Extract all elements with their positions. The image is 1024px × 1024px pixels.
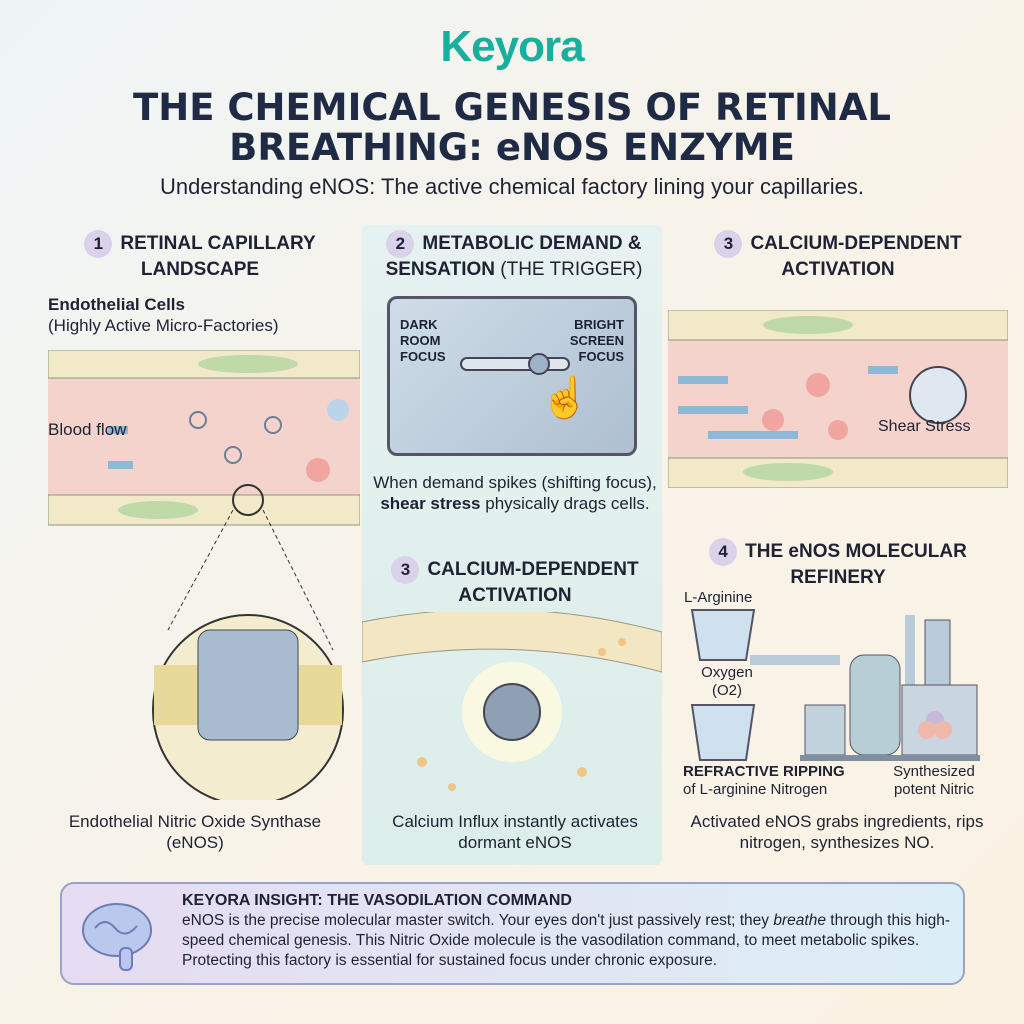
focus-screen: DARK ROOM FOCUS BRIGHT SCREEN FOCUS ☝ bbox=[387, 296, 637, 456]
insight-text: eNOS is the precise molecular master swi… bbox=[182, 911, 957, 971]
oxygen-label: Oxygen (O2) bbox=[701, 664, 753, 699]
panel2-heading-text: METABOLIC DEMAND & bbox=[422, 233, 642, 254]
panel2-heading: 2 METABOLIC DEMAND & SENSATION (THE TRIGGE… bbox=[368, 230, 660, 282]
insight-box: KEYORA INSIGHT: THE VASODILATION COMMAND… bbox=[60, 882, 965, 985]
insight-title: KEYORA INSIGHT: THE VASODILATION COMMAND bbox=[182, 892, 572, 909]
panel2-text-a: When demand spikes (shifting focus), bbox=[373, 473, 657, 492]
panel3-heading-text: CALCIUM-DEPENDENT ACTIVATION bbox=[750, 233, 962, 280]
panel3b-heading-text: CALCIUM-DEPENDENT ACTIVATION bbox=[427, 559, 639, 606]
shear-stress-label: Shear Stress bbox=[878, 418, 971, 435]
hand-pointer-icon: ☝ bbox=[540, 376, 590, 420]
capillary-illustration bbox=[48, 350, 360, 800]
refinery-illustration bbox=[690, 609, 980, 761]
panel2-text: When demand spikes (shifting focus), she… bbox=[370, 472, 660, 514]
endothelial-sub: (Highly Active Micro-Factories) bbox=[48, 316, 279, 335]
shear-stress-illustration bbox=[668, 310, 1008, 488]
step-badge: 2 bbox=[386, 230, 415, 258]
blood-flow-label: Blood flow bbox=[48, 420, 127, 439]
insight-text-a: eNOS is the precise molecular master swi… bbox=[182, 912, 770, 929]
calcium-activation-illustration bbox=[362, 612, 662, 791]
endothelial-title: Endothelial Cells bbox=[48, 295, 185, 314]
panel2-heading-paren: (THE TRIGGER) bbox=[500, 259, 643, 280]
brain-icon bbox=[82, 903, 152, 971]
panel3b-caption: Calcium Influx instantly activates dorma… bbox=[392, 812, 638, 852]
ripping-label-text: of L-arginine Nitrogen bbox=[683, 781, 828, 798]
l-arginine-label: L-Arginine bbox=[684, 589, 753, 606]
synthesized-label: Synthesized potent Nitric bbox=[893, 763, 975, 798]
focus-slider bbox=[460, 357, 570, 371]
gauge-icon bbox=[909, 366, 967, 424]
panel1-caption: Endothelial Nitric Oxide Synthase (eNOS) bbox=[68, 812, 322, 852]
endothelial-label: Endothelial Cells (Highly Active Micro-Fa… bbox=[48, 294, 279, 336]
step-badge: 4 bbox=[709, 538, 738, 566]
ripping-label-bold: REFRACTIVE RIPPING bbox=[683, 763, 845, 780]
page-subtitle: Understanding eNOS: The active chemical … bbox=[160, 174, 864, 199]
panel4-caption: Activated eNOS grabs ingredients, rips n… bbox=[690, 812, 984, 852]
step-badge: 3 bbox=[714, 230, 743, 258]
insight-text-italic: breathe bbox=[773, 912, 826, 929]
step-badge: 1 bbox=[84, 230, 113, 258]
step-badge: 3 bbox=[391, 556, 420, 584]
panel1-heading-text: RETINAL CAPILLARY LANDSCAPE bbox=[120, 233, 316, 280]
bright-screen-label: BRIGHT SCREEN FOCUS bbox=[569, 317, 624, 364]
slider-thumb bbox=[528, 353, 550, 375]
dark-room-label: DARK ROOM FOCUS bbox=[400, 317, 446, 364]
insight-text-b: through this high-speed chemical genesis… bbox=[182, 912, 951, 969]
title-line-2: BREATHING: eNOS ENZYME bbox=[229, 126, 795, 169]
panel2-heading-2: SENSATION bbox=[385, 259, 495, 280]
panel4-heading-text: THE eNOS MOLECULAR REFINERY bbox=[745, 541, 967, 588]
keyora-logo: Keyora bbox=[440, 22, 584, 71]
title-line-1: THE CHEMICAL GENESIS OF RETINAL bbox=[133, 86, 891, 129]
panel2-text-bold: shear stress bbox=[380, 494, 481, 513]
panel2-text-b: physically drags cells. bbox=[485, 494, 650, 513]
